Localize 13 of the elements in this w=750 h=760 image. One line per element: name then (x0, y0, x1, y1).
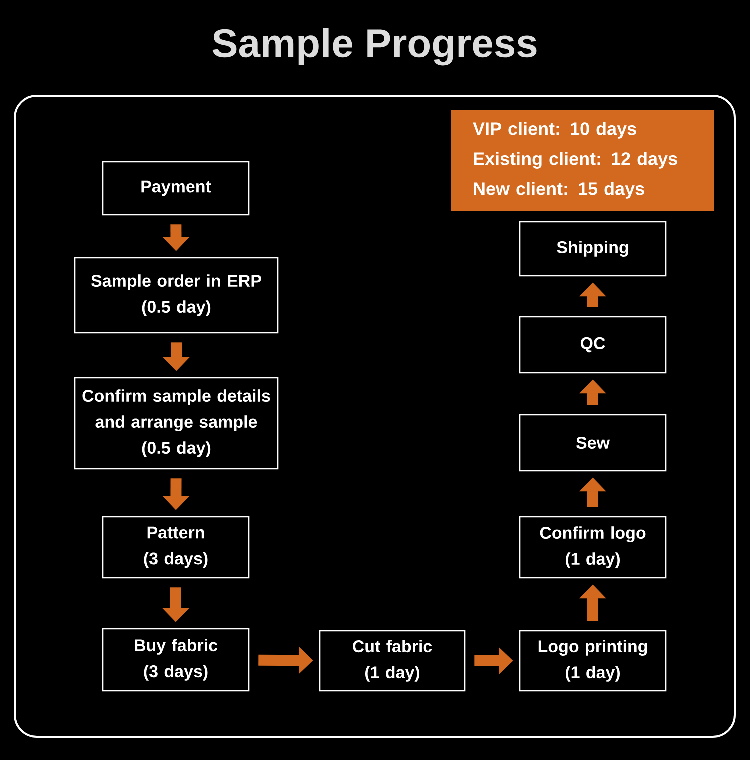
title: Sample Progress (212, 28, 537, 66)
process-box: Buy fabric (3 days) (102, 628, 250, 692)
process-box: Pattern (3 days) (102, 516, 250, 579)
process-box: Sample order in ERP (0.5 day) (74, 257, 279, 334)
process-box: QC (519, 316, 667, 374)
process-box: Confirm sample details and arrange sample (0.5 day) (74, 377, 279, 470)
process-box: Confirm logo (1 day) (519, 516, 667, 579)
process-box: Cut fabric (1 day) (319, 630, 466, 692)
process-box: Shipping (519, 221, 667, 277)
process-box: Sew (519, 414, 667, 472)
process-box: Logo printing (1 day) (519, 630, 667, 692)
duration-note: VIP client: 10 days Existing client: 12 days New client: 15 days (451, 110, 714, 211)
process-box: Payment (102, 161, 250, 216)
